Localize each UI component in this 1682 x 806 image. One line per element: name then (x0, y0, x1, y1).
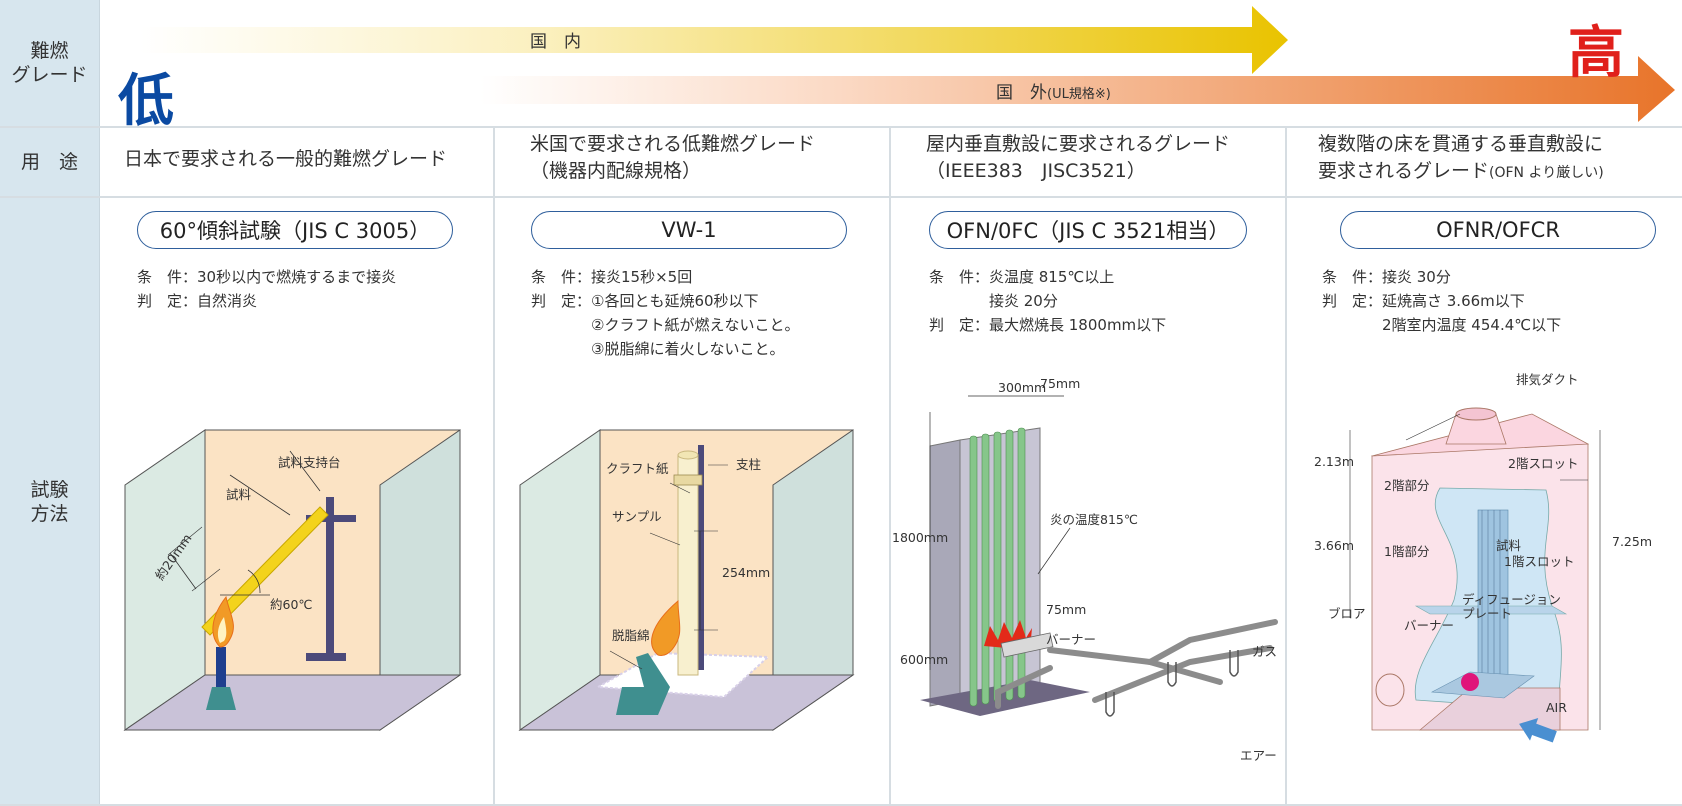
label-3-66m: 3.66m (1314, 538, 1354, 553)
support-post (698, 445, 704, 670)
low-label: 低 (118, 69, 174, 134)
usage-col2: 米国で要求される低難燃グレード（機器内配線規格） (530, 133, 816, 182)
col-divider (889, 126, 891, 806)
overseas-label: 国 外(UL規格※) (996, 78, 1111, 103)
row-divider (0, 126, 1682, 128)
burner-body (216, 647, 226, 689)
test-name-pill: VW-1 (531, 211, 847, 249)
label-angle: 約60℃ (270, 597, 312, 612)
label-flame: 炎の温度815℃ (1050, 512, 1138, 527)
label-diffuser: ディフュージョン (1462, 592, 1561, 607)
lower-opening (1418, 687, 1561, 731)
conditions-col4: 条 件：接炎 30分 判 定：延焼高さ 3.66m以下 2階室内温度 454.4… (1322, 268, 1562, 334)
col-divider (493, 126, 495, 806)
label-duct: 排気ダクト (1516, 372, 1579, 387)
label-air: AIR (1546, 700, 1567, 715)
holder-base (306, 653, 346, 661)
conditions-col2: 条 件：接炎15秒×5回 判 定：①各回とも延焼60秒以下 ②クラフト紙が燃えな… (531, 268, 800, 358)
high-label: 高 (1568, 21, 1624, 86)
row-header-method: 試験 方法 (0, 198, 100, 806)
burner-flame-icon (1461, 673, 1479, 691)
grade-arrows (140, 6, 1675, 122)
usage-col1: 日本で要求される一般的難燃グレード (124, 148, 448, 170)
conditions-col3: 条 件：炎温度 815℃以上 接炎 20分 判 定：最大燃焼長 1800mm以下 (929, 268, 1167, 334)
label-plate: プレート (1462, 606, 1512, 621)
cable-2 (981, 433, 990, 705)
label-7-25m: 7.25m (1612, 534, 1652, 549)
diagram-vw1-test: クラフト紙 支柱 サンプル 254mm 脱脂綿 (518, 429, 855, 731)
usage-col3: 屋内垂直敷設に要求されるグレード（IEEE383 JISC3521） (926, 133, 1231, 182)
diffusion-plate (1430, 671, 1535, 699)
label-holder: 試料支持台 (278, 455, 341, 470)
label-height: 254mm (722, 565, 770, 580)
domestic-label: 国 内 (530, 32, 581, 52)
blower (1375, 673, 1405, 707)
test-name-pill: OFNR/OFCR (1340, 211, 1656, 249)
label-burner: バーナー (1404, 618, 1454, 633)
burner (616, 653, 670, 715)
overseas-note: (UL規格※) (1047, 87, 1111, 102)
row-header-usage: 用 途 (0, 128, 100, 196)
burner-base (206, 687, 236, 710)
label-height600: 600mm (900, 652, 948, 667)
label-width300: 300mm (998, 380, 1046, 395)
sample-rod (201, 506, 329, 636)
cable-3 (993, 431, 1002, 703)
gas-air-pipes (995, 619, 1278, 709)
holder-post (326, 497, 334, 655)
test-name-pill: 60°傾斜試験（JIS C 3005） (137, 211, 453, 249)
air-arrow-icon (1519, 718, 1557, 743)
overseas-arrow (480, 56, 1675, 122)
diagram-ofn-test: 300mm 75mm 1800mm 炎の温度815℃ 75mm バーナー 600… (892, 376, 1278, 763)
overseas-text: 国 外 (996, 83, 1047, 103)
label-floor1: 1階部分 (1384, 544, 1429, 559)
row-divider (0, 804, 1682, 806)
label-height1800: 1800mm (892, 530, 948, 545)
burner-plate (1000, 632, 1054, 658)
sample-cables (1477, 509, 1509, 681)
label-sample: サンプル (612, 509, 662, 524)
test-name-pill: OFN/0FC（JIS C 3521相当） (929, 211, 1247, 249)
row-divider (0, 196, 1682, 198)
gauges (1105, 650, 1239, 717)
cable-1 (969, 435, 978, 707)
diagram-ofnr-test: 排気ダクト 2.13m 2階スロット 2階部分 試料 3.66m 1階部分 1階… (1314, 372, 1652, 743)
diagram-60deg-test: 試料支持台 試料 約20mm 約60℃ (123, 429, 462, 731)
cable-5 (1017, 427, 1026, 699)
sample-tube (677, 454, 699, 676)
label-paper: クラフト紙 (606, 461, 669, 476)
kraft-paper (673, 474, 703, 486)
label-blower: ブロア (1328, 606, 1366, 621)
usage-col4: 複数階の床を貫通する垂直敷設に要求されるグレード(OFN より厳しい) (1318, 133, 1604, 182)
flame-icon (651, 599, 681, 656)
label-slot1: 1階スロット (1504, 554, 1574, 569)
label-post: 支柱 (736, 457, 761, 472)
label-floor2: 2階部分 (1384, 478, 1429, 493)
label-width75: 75mm (1040, 376, 1080, 391)
cable-4 (1005, 429, 1014, 701)
label-burner: バーナー (1046, 632, 1096, 647)
label-gas: ガス (1252, 644, 1277, 659)
holder-arm (306, 515, 356, 522)
col-divider (1285, 126, 1287, 806)
conditions-col1: 条 件：30秒以内で燃焼するまで接炎 判 定：自然消炎 (137, 268, 397, 310)
domestic-arrow (140, 6, 1288, 74)
label-slot2: 2階スロット (1508, 456, 1578, 471)
label-sample: 試料 (226, 487, 252, 502)
label-cotton: 脱脂綿 (612, 628, 650, 643)
usage-note: (OFN より厳しい) (1489, 165, 1604, 181)
label-air: エアー (1240, 748, 1277, 763)
base-plate (920, 680, 1090, 716)
label-2-13m: 2.13m (1314, 454, 1354, 469)
label-sample: 試料 (1496, 538, 1522, 553)
label-depth75: 75mm (1046, 602, 1086, 617)
row-header-grade: 難燃 グレード (0, 0, 100, 126)
